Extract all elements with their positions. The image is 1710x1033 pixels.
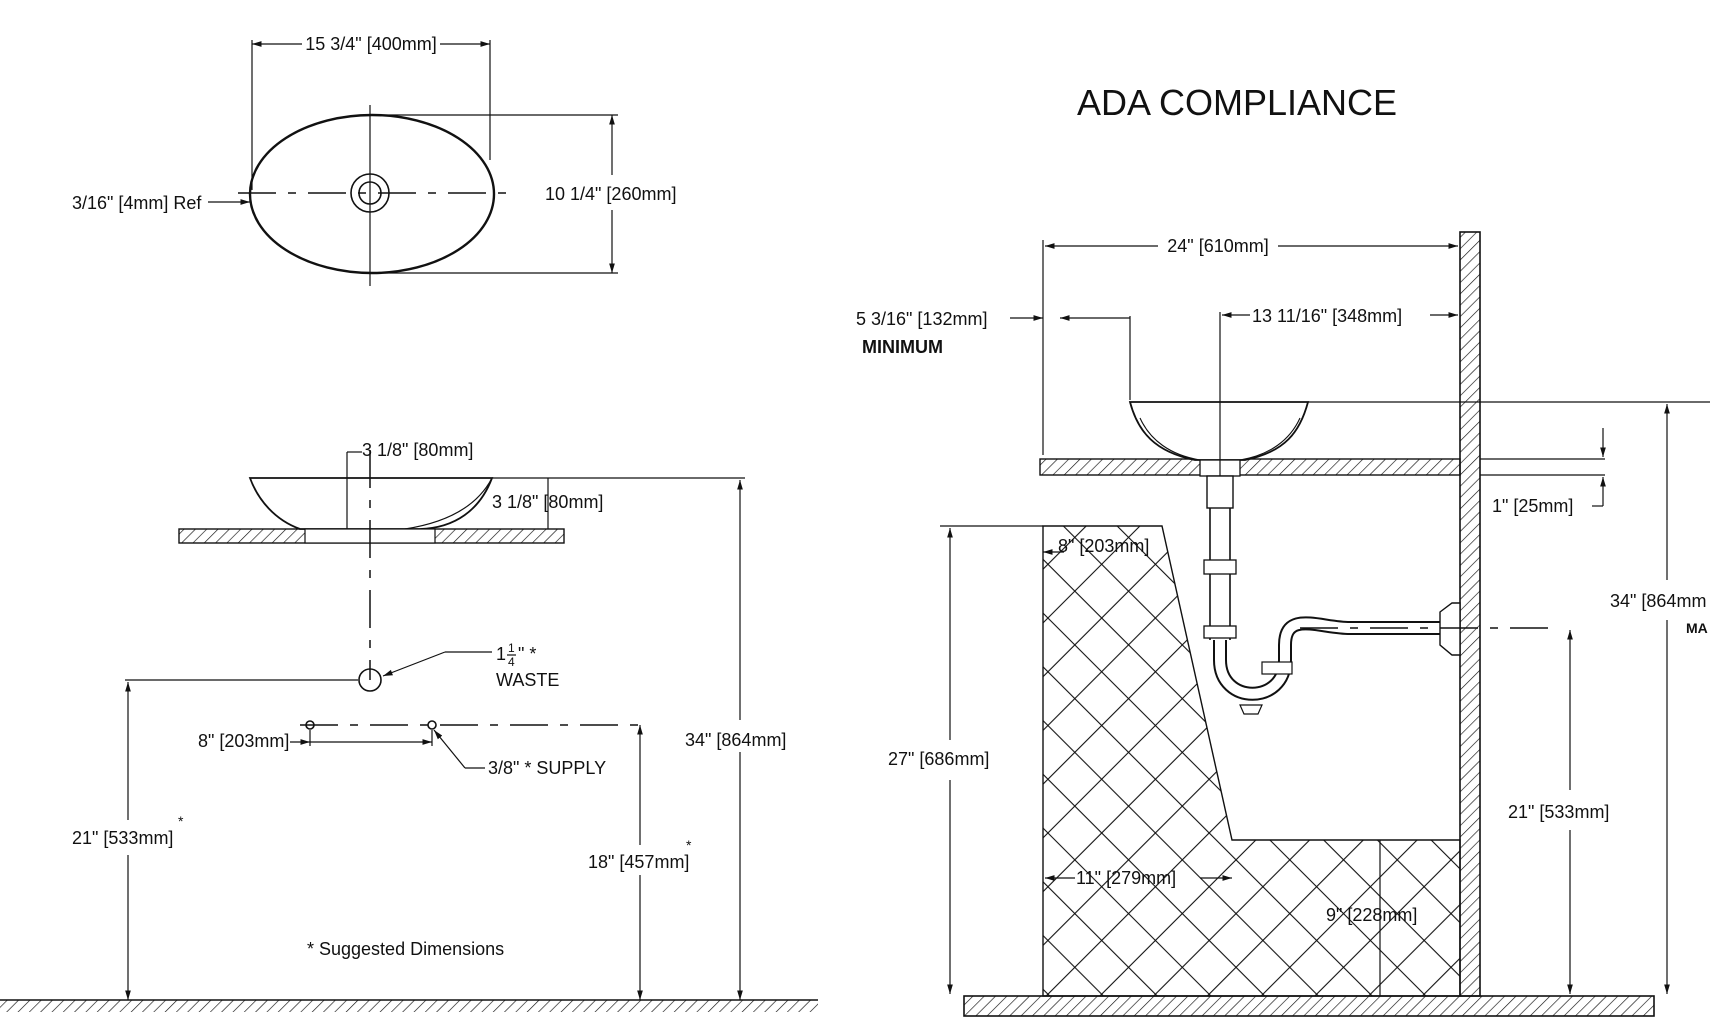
waste-label: WASTE xyxy=(496,670,559,690)
waste-height-asterisk: * xyxy=(178,813,184,829)
waste-frac-num: 1 xyxy=(508,641,515,655)
elevation-view: 3 1/8" [80mm] 3 1/8" [80mm] 34" [864mm] … xyxy=(0,440,818,1012)
ada-section: ADA COMPLIANCE 24" [610mm] xyxy=(856,82,1710,1017)
ada-max-label: MA xyxy=(1686,620,1708,636)
supply-height-asterisk: * xyxy=(686,837,692,853)
ada-drain-offset-label: 13 11/16" [348mm] xyxy=(1252,306,1402,326)
ada-toe-depth-label: 11" [279mm] xyxy=(1076,868,1176,888)
ada-knee-depth-label: 8" [203mm] xyxy=(1058,536,1149,556)
supply-label: 3/8" * SUPPLY xyxy=(488,758,606,778)
supply-spacing-label: 8" [203mm] xyxy=(198,731,289,751)
p-trap xyxy=(1213,616,1440,701)
ada-minimum-label: MINIMUM xyxy=(862,337,943,357)
floor-left xyxy=(0,1000,818,1012)
ada-toe-clear-label: 9" [228mm] xyxy=(1326,905,1417,925)
waste-suffix-label: " * xyxy=(518,644,536,664)
ada-countertop xyxy=(1039,458,1461,476)
waste-frac-den: 4 xyxy=(508,655,515,669)
escutcheon xyxy=(1439,602,1461,656)
depth-top-label: 10 1/4" [260mm] xyxy=(545,184,676,204)
ref-top-label: 3/16" [4mm] Ref xyxy=(72,193,202,213)
ada-min-offset-label: 5 3/16" [132mm] xyxy=(856,309,987,329)
width-top-label: 15 3/4" [400mm] xyxy=(305,34,436,54)
ada-width-label: 24" [610mm] xyxy=(1167,236,1268,256)
basin-outline xyxy=(248,113,496,275)
vessel-bowl xyxy=(248,477,494,530)
ada-trap-height-label: 21" [533mm] xyxy=(1508,802,1609,822)
ada-knee-height-label: 27" [686mm] xyxy=(888,749,989,769)
supply-right xyxy=(427,720,437,730)
height-bowl-label-a: 3 1/8" [80mm] xyxy=(362,440,473,460)
waste-circle xyxy=(358,668,382,692)
ada-max-height-label: 34" [864mm xyxy=(1610,591,1706,611)
knee-clearance xyxy=(1042,525,1461,997)
floor-right xyxy=(963,995,1655,1017)
waste-size-label: 1 xyxy=(496,644,506,664)
suggested-label: * Suggested Dimensions xyxy=(307,939,504,959)
tailpiece-nut xyxy=(1206,475,1234,509)
ada-counter-label: 1" [25mm] xyxy=(1492,496,1573,516)
height-bowl-label-b: 3 1/8" [80mm] xyxy=(492,492,603,512)
waste-height-label: 21" [533mm] xyxy=(72,828,173,848)
wall xyxy=(1459,231,1481,997)
supply-height-label: 18" [457mm] xyxy=(588,852,689,872)
top-view: 15 3/4" [400mm] 10 1/4" [260mm] 3/16" [4… xyxy=(72,34,676,286)
ada-title: ADA COMPLIANCE xyxy=(1077,82,1397,123)
ada-bowl xyxy=(1128,401,1310,461)
height-total-left-label: 34" [864mm] xyxy=(685,730,786,750)
